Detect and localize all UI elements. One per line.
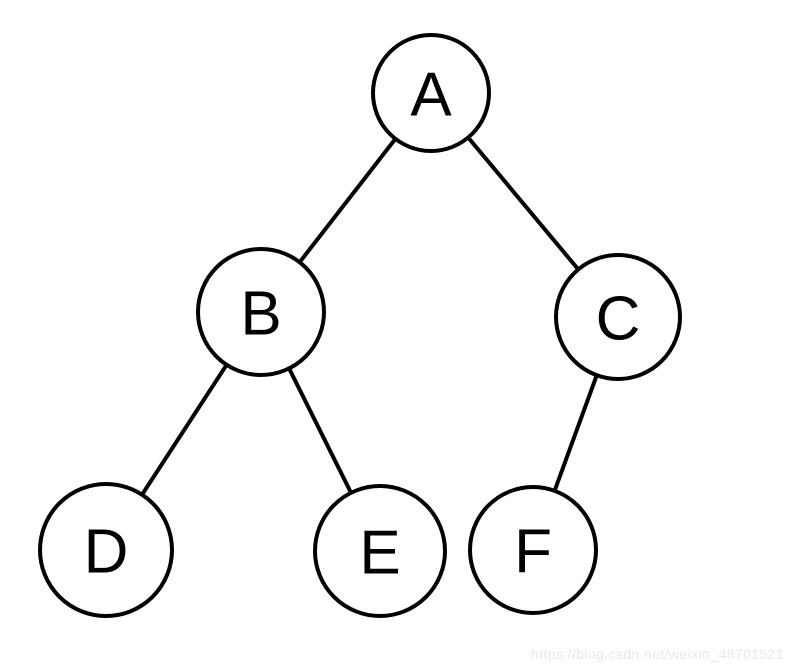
node-a-label: A — [410, 60, 452, 129]
watermark-url: https://blog.csdn.net/weixin_48701521 — [531, 646, 784, 662]
node-d-circle — [38, 482, 174, 618]
node-b-label: B — [240, 279, 281, 348]
node-b: B — [196, 247, 326, 377]
node-a: A — [371, 33, 491, 153]
node-c: C — [554, 253, 682, 381]
node-c-label: C — [596, 284, 641, 353]
node-f-label: F — [514, 517, 552, 586]
node-f-circle — [468, 485, 598, 615]
node-e-circle — [313, 484, 447, 618]
node-a-circle — [371, 33, 491, 153]
node-d: D — [38, 482, 174, 618]
node-d-label: D — [84, 517, 129, 586]
node-e-label: E — [359, 518, 400, 587]
node-b-circle — [196, 247, 326, 377]
node-c-circle — [554, 253, 682, 381]
node-e: E — [313, 484, 447, 618]
node-f: F — [468, 485, 598, 615]
